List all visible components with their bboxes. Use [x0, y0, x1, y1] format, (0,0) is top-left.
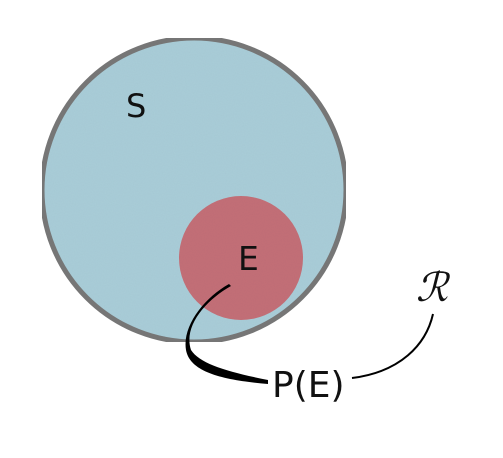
event-label: E: [238, 239, 259, 278]
event-circle: [179, 196, 303, 320]
sample-space-label: S: [126, 87, 146, 125]
reals-connector-curve: [351, 313, 434, 379]
reals-label: ℛ: [416, 265, 451, 311]
probability-label: P(E): [272, 365, 345, 406]
